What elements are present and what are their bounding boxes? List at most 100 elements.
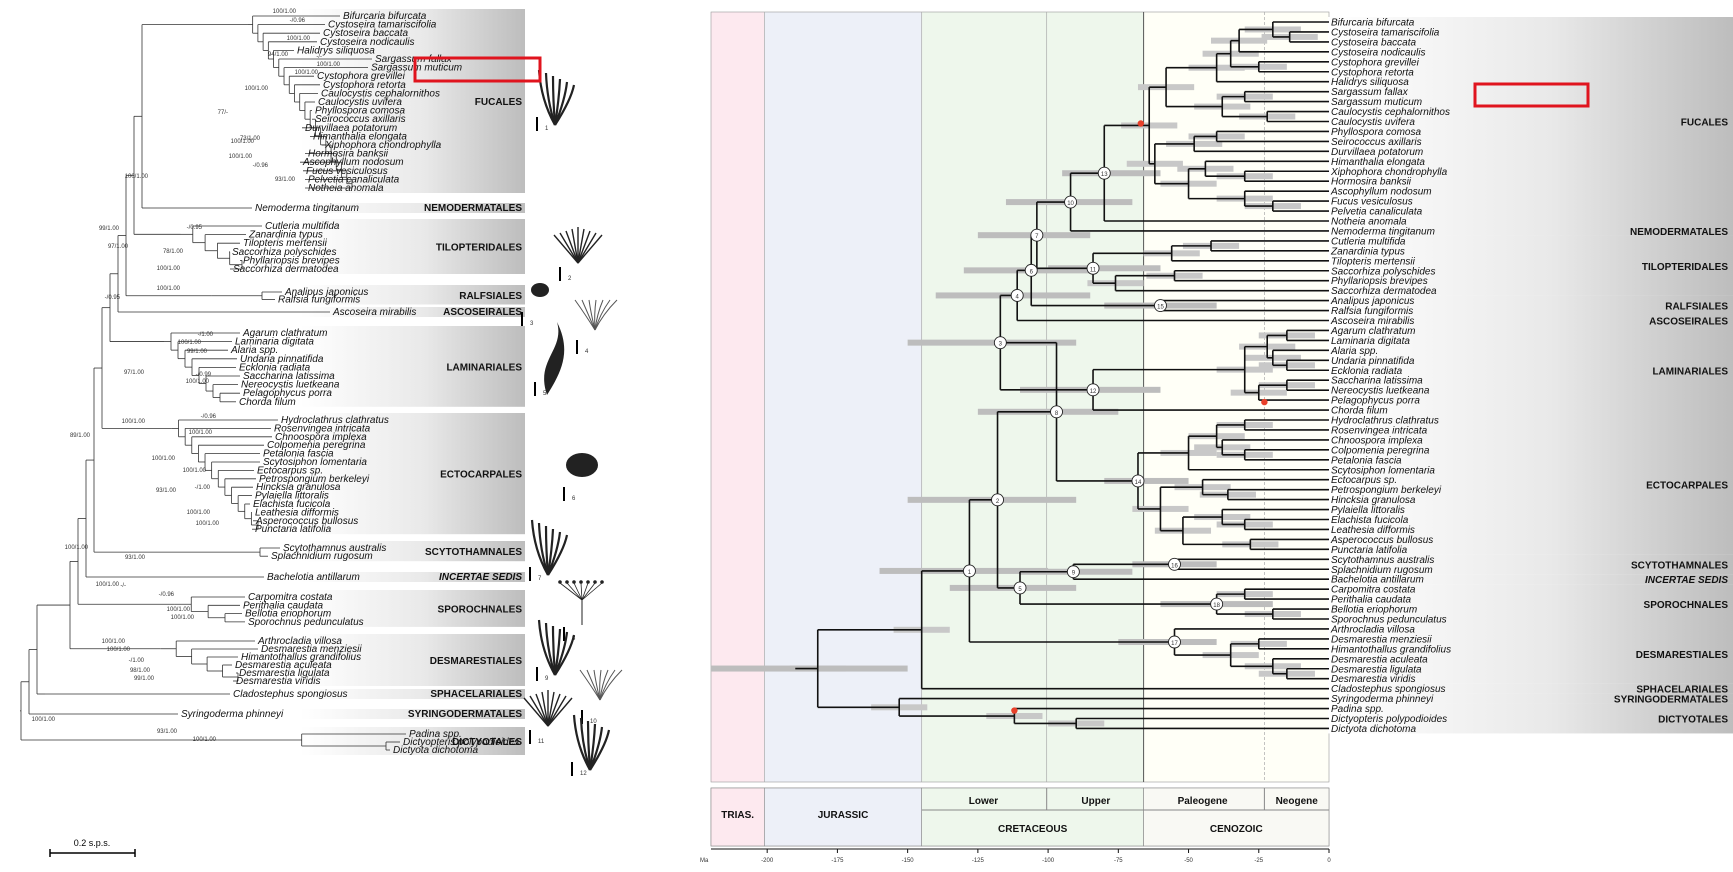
- order-band: [1328, 574, 1733, 585]
- highlight-box-sargassum: [1473, 82, 1590, 108]
- order-band: [1328, 295, 1733, 316]
- algae-frond: [589, 729, 611, 771]
- calibration-point: [1011, 707, 1018, 714]
- epoch-label: Upper: [1081, 796, 1110, 807]
- taxon-label: Desmarestia aculeata: [235, 660, 332, 671]
- taxon-label: Sargassum fallax: [1331, 87, 1409, 98]
- node-label: 13: [1101, 172, 1108, 178]
- illustration-number: 1: [545, 126, 549, 132]
- taxon-label: Ectocarpus sp.: [257, 465, 323, 476]
- order-labels: FUCALESNEMODERMATALESTILOPTERIDALESRALFS…: [408, 97, 522, 748]
- taxon-label: Cystoseira nodicaulis: [320, 37, 415, 48]
- node-circle: [1086, 383, 1100, 397]
- support-value: -/-: [120, 583, 126, 589]
- taxon-label: Desmarestia ligulata: [239, 668, 330, 679]
- node-label: 10: [1067, 201, 1074, 207]
- epoch-label: Neogene: [1276, 796, 1319, 807]
- taxon-label: Cystoseira tamariscifolia: [1331, 27, 1440, 38]
- taxon-label: Ecklonia radiata: [239, 362, 311, 373]
- support-value: 100/1.00: [189, 430, 213, 436]
- taxon-label: Seirococcus axillaris: [315, 114, 406, 125]
- taxon-label: Splachnidium rugosum: [271, 551, 373, 562]
- support-value: 100/1.00: [245, 86, 269, 92]
- support-value: 100/1.00: [125, 174, 149, 180]
- support-value: 98/1.00: [130, 668, 151, 674]
- support-value: 94/1.00: [268, 52, 289, 58]
- support-value: 100/1.00: [183, 468, 207, 474]
- node-label: 18: [1213, 603, 1220, 609]
- support-value: -/1.00: [198, 332, 214, 338]
- taxon-label: Saccorhiza polyschides: [232, 247, 337, 258]
- taxon-label: Ascoseira mirabilis: [332, 307, 416, 318]
- calibration-point: [1137, 120, 1144, 127]
- taxon-label: Cystophora grevillei: [317, 71, 406, 82]
- algae-illustration: 5: [534, 322, 565, 397]
- period-background: [921, 12, 1144, 782]
- taxon-label: Himantothallus grandifolius: [241, 652, 361, 663]
- node-circle: [1013, 581, 1027, 595]
- support-value: -/0.96: [253, 163, 269, 169]
- order-label: ECTOCARPALES: [1646, 481, 1728, 492]
- support-value: -/0.99: [196, 372, 212, 378]
- axis-tick-label: -50: [1184, 858, 1193, 864]
- taxon-label: Xiphophora chondrophylla: [324, 140, 442, 151]
- epoch-label: Lower: [969, 796, 999, 807]
- confidence-bar: [1104, 477, 1189, 484]
- period-cell: [764, 787, 922, 847]
- confidence-bar: [1048, 265, 1161, 272]
- node-label: 2: [996, 499, 1000, 505]
- period-cell: [921, 787, 1144, 847]
- taxon-label: Cutleria multifida: [265, 221, 340, 232]
- algae-blade: [553, 234, 579, 264]
- algae-illustration: 9: [536, 619, 576, 682]
- taxon-label: Chorda filum: [239, 397, 296, 408]
- order-band: [300, 689, 525, 699]
- algae-branch: [599, 669, 623, 701]
- support-value: 100/1.00: [96, 582, 120, 588]
- taxon-label: Hormosira banksii: [1331, 177, 1412, 188]
- axis-unit: Ma: [700, 858, 709, 864]
- algae-branch: [586, 669, 601, 701]
- taxon-label: Sargassum muticum: [1331, 97, 1422, 108]
- algae-frond: [546, 531, 562, 576]
- taxon-label: Nereocystis luetkeana: [1331, 386, 1430, 397]
- algae-illustration: 11: [523, 690, 573, 745]
- taxon-label: Pelagophycus porra: [1331, 396, 1420, 407]
- order-band: [300, 219, 525, 274]
- order-band: [300, 634, 525, 686]
- node-label: 16: [1171, 563, 1178, 569]
- node-circle: [991, 493, 1004, 507]
- taxon-label: Arthrocladia villosa: [1330, 624, 1415, 635]
- taxon-label: Cystoseira baccata: [323, 28, 408, 39]
- taxon-label: Petrospongium berkeleyi: [259, 474, 370, 485]
- order-label: FUCALES: [475, 97, 523, 108]
- taxon-label: Dictyota dichotoma: [1331, 724, 1416, 735]
- order-band: [1328, 623, 1733, 684]
- order-bands: [1328, 17, 1733, 734]
- support-value: 100/1.00: [107, 647, 131, 653]
- taxon-label: Cystophora grevillei: [1331, 57, 1420, 68]
- taxon-label: Himanthalia elongata: [1331, 157, 1425, 168]
- period-label: TRIAS.: [721, 810, 754, 821]
- algae-branch: [588, 299, 596, 331]
- taxon-label: Cladostephus spongiosus: [233, 689, 348, 700]
- node-label: 5: [1018, 587, 1022, 593]
- support-value: 100/1.00: [122, 419, 146, 425]
- axis-tick-label: -75: [1114, 858, 1123, 864]
- node-label: 15: [1157, 305, 1164, 311]
- taxon-label: Bachelotia antillarum: [1331, 575, 1424, 586]
- node-label: 4: [1016, 294, 1020, 300]
- taxon-label: Sargassum muticum: [371, 63, 462, 74]
- order-band: [300, 727, 525, 755]
- highlight-box-sargassum: [413, 56, 542, 83]
- taxon-label: Syringoderma phinneyi: [1331, 694, 1434, 705]
- support-value: -/0.96: [290, 18, 306, 24]
- taxon-label: Tilopteris mertensii: [1331, 256, 1416, 267]
- taxon-label: Agarum clathratum: [1330, 326, 1415, 337]
- algae-sorus: [565, 580, 569, 584]
- support-value: 97/1.00: [108, 244, 129, 250]
- support-value: 99/1.00: [187, 349, 208, 355]
- algae-blade: [547, 691, 555, 727]
- axis-tick-label: 0: [1327, 858, 1331, 864]
